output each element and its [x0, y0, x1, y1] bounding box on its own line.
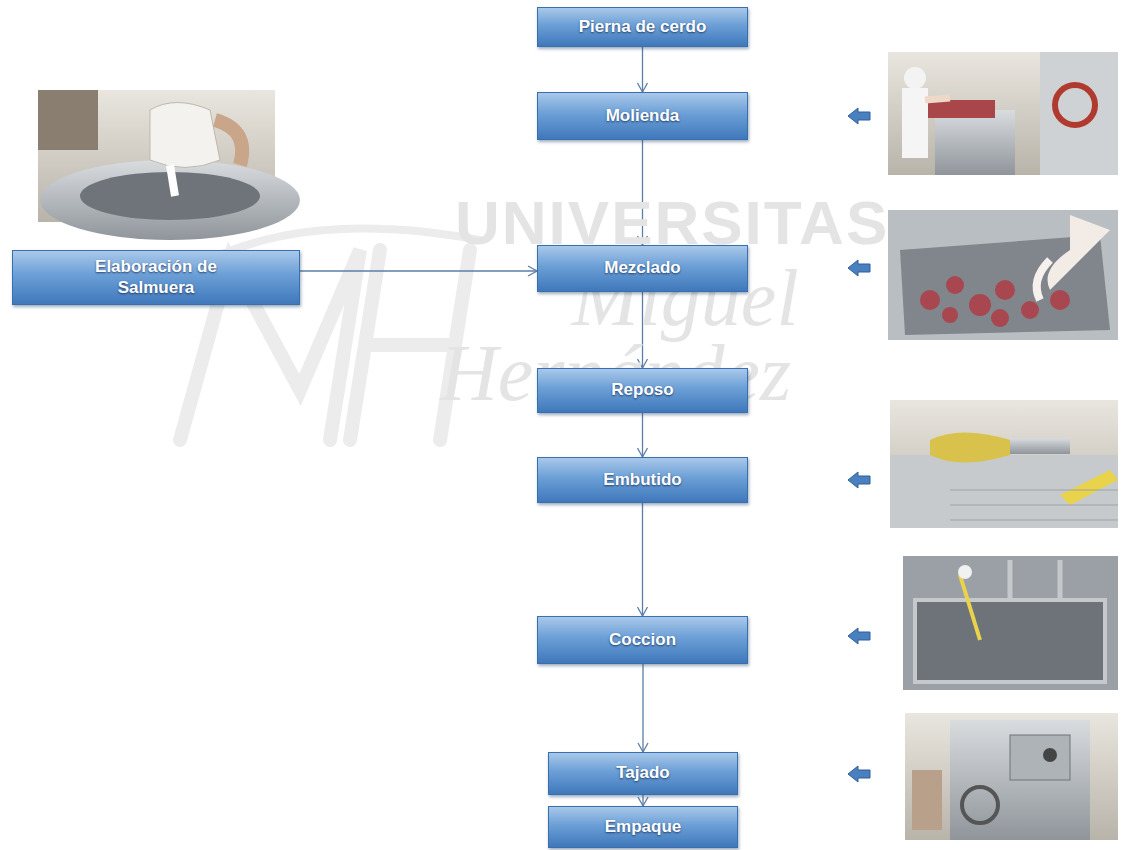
photo-stuffing [890, 400, 1118, 528]
photo-mixing [888, 210, 1118, 340]
flow-arrow [642, 503, 643, 616]
box-label: Embutido [595, 466, 689, 494]
box-label: Tajado [608, 759, 678, 787]
process-box: Molienda [537, 92, 748, 140]
process-box: Elaboración de Salmuera [12, 250, 300, 305]
process-box: Embutido [537, 457, 748, 503]
process-box: Empaque [548, 806, 738, 848]
process-box: Mezclado [537, 245, 748, 292]
box-label: Empaque [597, 813, 690, 841]
photo-slicing [905, 713, 1118, 840]
process-box: Coccion [537, 616, 748, 664]
process-box: Reposo [537, 368, 748, 413]
photo-cooking [903, 556, 1118, 690]
box-label: Elaboración de Salmuera [58, 253, 254, 302]
box-label: Coccion [601, 626, 684, 654]
flow-arrow [642, 795, 643, 806]
box-label: Molienda [598, 102, 688, 130]
process-box: Pierna de cerdo [537, 7, 748, 47]
flow-arrow [642, 664, 643, 752]
box-label: Mezclado [596, 254, 689, 282]
flow-arrow [642, 413, 643, 457]
photo-brine [38, 90, 300, 240]
process-box: Tajado [548, 752, 738, 795]
flow-arrow [642, 47, 643, 92]
flow-arrow [300, 270, 537, 271]
box-label: Pierna de cerdo [571, 13, 715, 41]
photo-grinding [888, 52, 1118, 175]
box-label: Reposo [603, 376, 681, 404]
